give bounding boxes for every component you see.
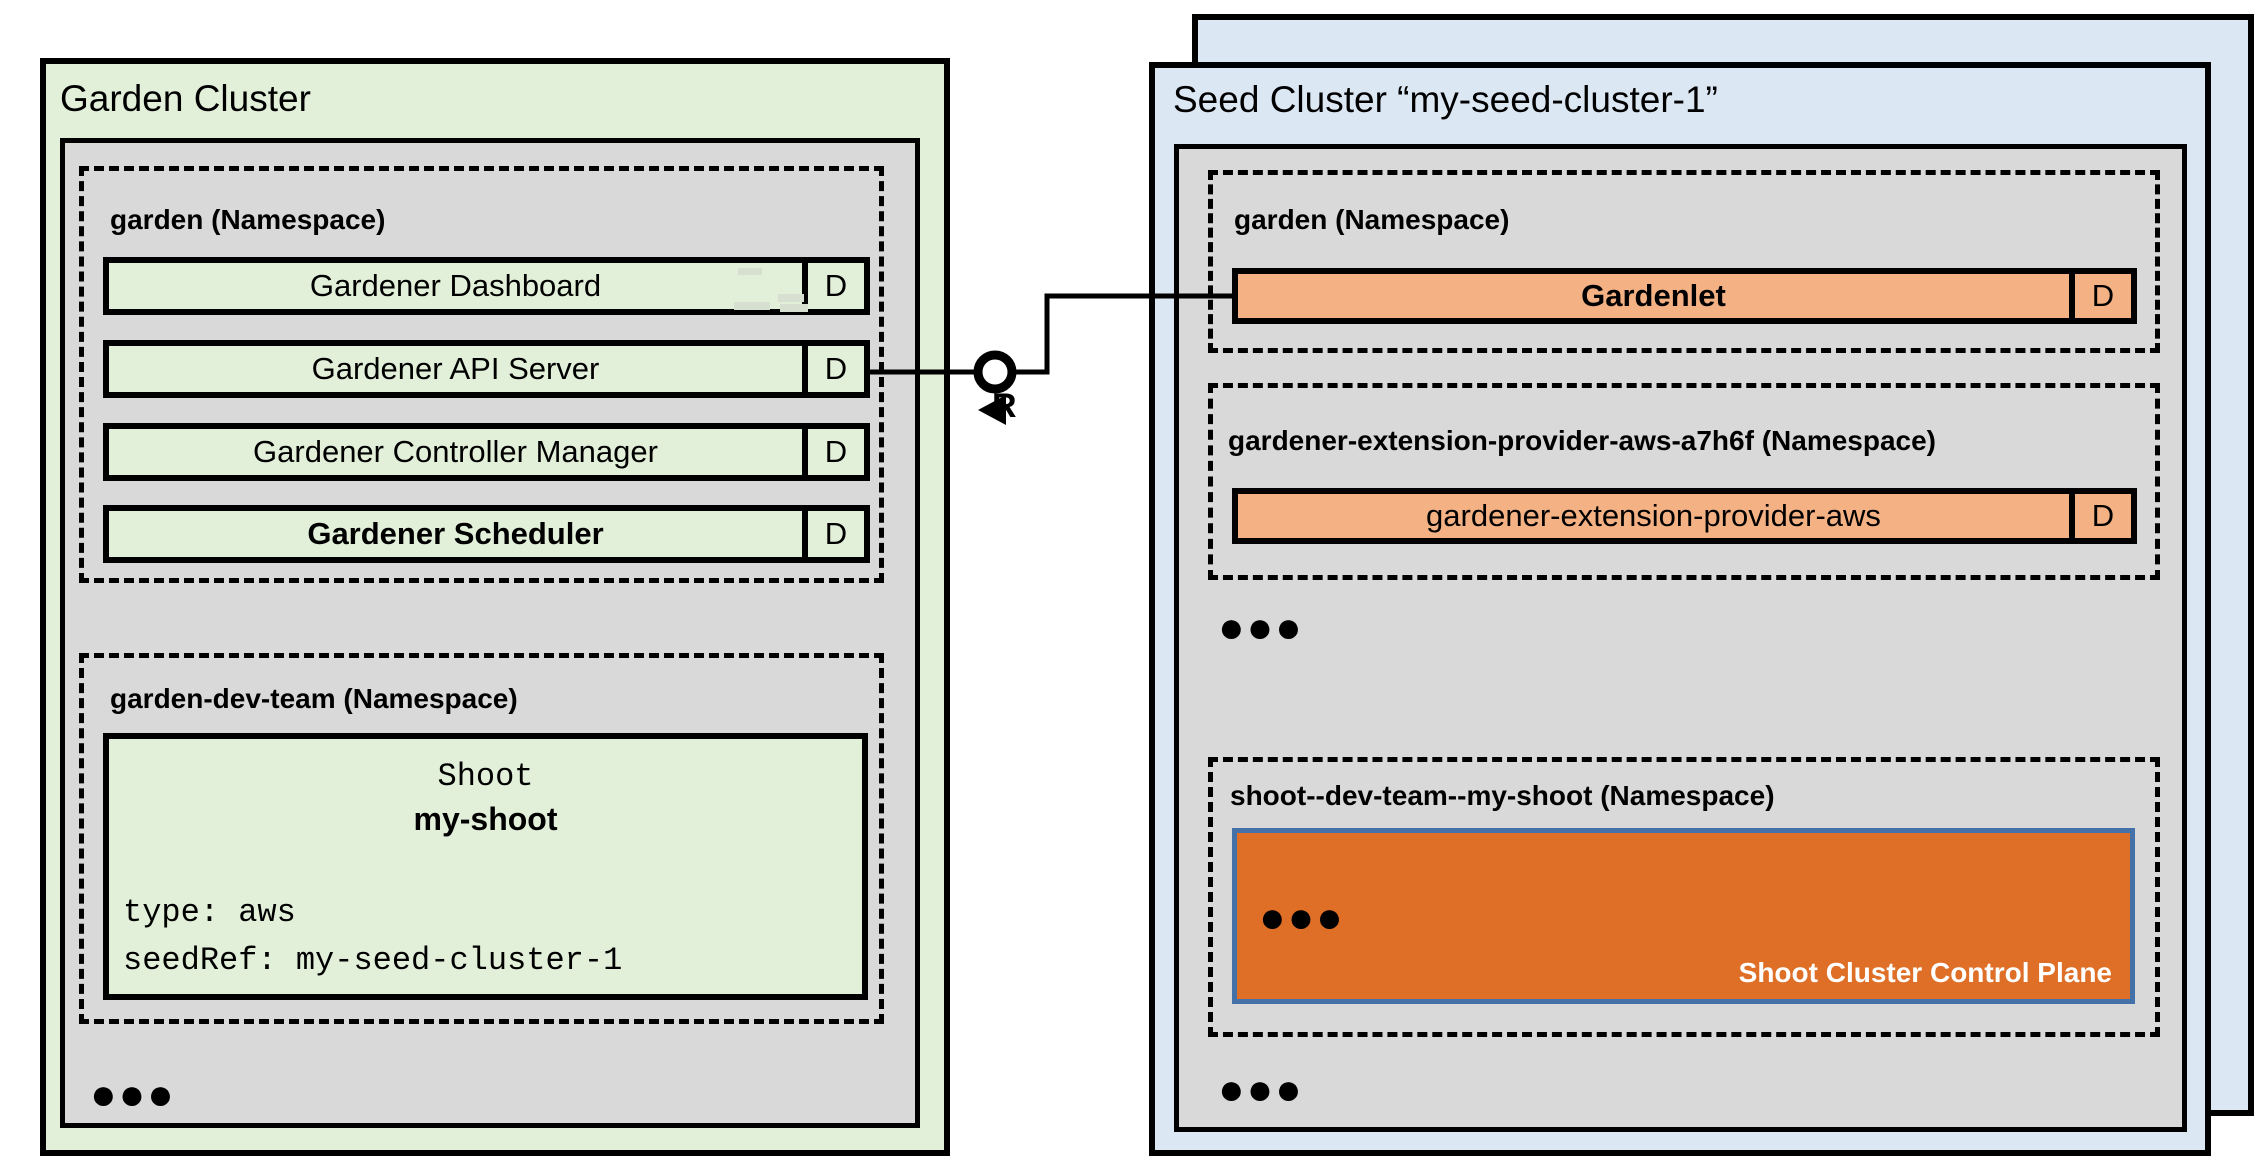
shoot-cluster-control-plane-label: Shoot Cluster Control Plane (1738, 957, 2112, 988)
shoot-resource-name: my-shoot (413, 801, 558, 837)
seed-namespace-garden (1208, 170, 2160, 353)
component-gardener-controller-manager-label: Gardener Controller Manager (109, 429, 802, 475)
shoot-resource-kind: Shoot (437, 758, 534, 795)
artifact-mark (734, 302, 770, 310)
component-gardener-extension-provider-aws-label: gardener-extension-provider-aws (1238, 494, 2069, 538)
garden-cluster-title: Garden Cluster (60, 78, 311, 119)
seed-namespace-extension-provider-aws-title: gardener-extension-provider-aws-a7h6f (N… (1228, 425, 1936, 456)
component-gardener-extension-provider-aws[interactable]: gardener-extension-provider-aws D (1232, 488, 2137, 544)
component-gardener-dashboard-label: Gardener Dashboard (109, 263, 802, 309)
garden-more-indicator: ●●● (90, 1070, 176, 1119)
garden-namespace-garden-dev-team (79, 653, 884, 1024)
artifact-mark (778, 294, 804, 302)
component-gardener-api-server-label: Gardener API Server (109, 346, 802, 392)
seed-namespace-shoot-dev-team-my-shoot (1208, 757, 2160, 1037)
component-gardener-extension-provider-aws-deployment-badge: D (2069, 494, 2131, 538)
component-gardenlet-label: Gardenlet (1238, 274, 2069, 318)
shoot-resource-card[interactable]: Shoot my-shoot type: aws seedRef: my-see… (103, 733, 868, 1000)
seed-cluster-title: Seed Cluster “my-seed-cluster-1” (1173, 79, 1718, 120)
component-gardener-api-server-deployment-badge: D (802, 346, 864, 392)
shoot-cluster-control-plane[interactable]: ●●● Shoot Cluster Control Plane (1232, 828, 2135, 1004)
artifact-mark (738, 268, 762, 275)
component-gardener-controller-manager-deployment-badge: D (802, 429, 864, 475)
shoot-resource-spec: type: aws seedRef: my-seed-cluster-1 (123, 894, 623, 979)
seed-more-indicator-middle: ●●● (1218, 603, 1304, 652)
component-gardener-scheduler[interactable]: Gardener Scheduler D (103, 505, 870, 563)
component-gardener-dashboard[interactable]: Gardener Dashboard D (103, 257, 870, 315)
component-gardener-scheduler-deployment-badge: D (802, 511, 864, 557)
component-gardenlet-deployment-badge: D (2069, 274, 2131, 318)
garden-namespace-garden (79, 166, 884, 583)
component-gardener-controller-manager[interactable]: Gardener Controller Manager D (103, 423, 870, 481)
connector-relation-label: R (992, 387, 1017, 425)
garden-namespace-garden-dev-team-title: garden-dev-team (Namespace) (110, 683, 518, 714)
control-plane-more-indicator: ●●● (1259, 893, 1345, 942)
component-gardener-dashboard-deployment-badge: D (802, 263, 864, 309)
seed-more-indicator-bottom: ●●● (1218, 1065, 1304, 1114)
seed-namespace-garden-title: garden (Namespace) (1234, 204, 1510, 235)
seed-namespace-shoot-dev-team-my-shoot-title: shoot--dev-team--my-shoot (Namespace) (1230, 780, 1775, 811)
component-gardener-scheduler-label: Gardener Scheduler (109, 511, 802, 557)
artifact-mark (780, 304, 808, 312)
component-gardenlet[interactable]: Gardenlet D (1232, 268, 2137, 324)
garden-namespace-garden-title: garden (Namespace) (110, 204, 386, 235)
component-gardener-api-server[interactable]: Gardener API Server D (103, 340, 870, 398)
seed-namespace-extension-provider-aws (1208, 383, 2160, 580)
